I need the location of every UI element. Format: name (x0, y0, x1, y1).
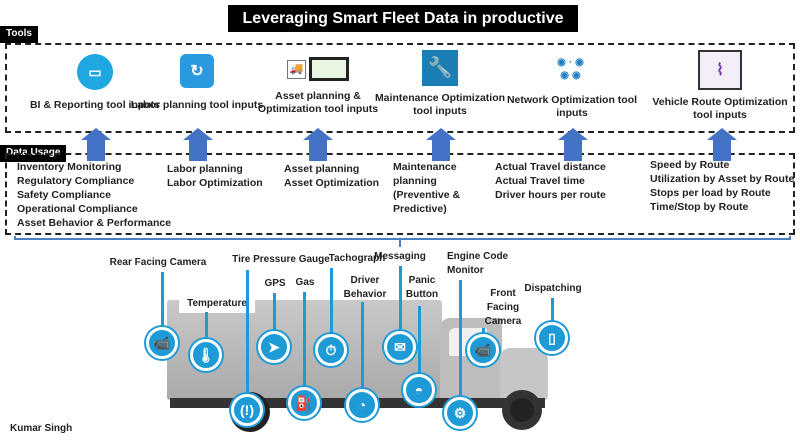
page-title: Leveraging Smart Fleet Data in productiv… (228, 5, 578, 54)
route-map-icon: ⌇ (698, 50, 742, 90)
tool-vehicle-route: ⌇ Vehicle Route Optimization tool inputs (650, 50, 790, 122)
speedometer-icon: ◔ (346, 389, 378, 421)
tool-network: ◉·◉◉◉ Network Optimization tool inputs (502, 50, 642, 120)
arrow-up (81, 128, 111, 161)
usage-maintenance: Maintenance planning (Preventive & Predi… (393, 161, 461, 215)
labor-cycle-icon: ↻ (180, 54, 214, 88)
trucks-monitor-icon: 🚚 (276, 54, 360, 84)
thermometer-icon: 🌡 (190, 339, 222, 371)
tools-box (5, 43, 795, 133)
tool-asset-planning: 🚚 Asset planning & Optimization tool inp… (248, 54, 388, 116)
tire-pressure-icon: (!) (231, 394, 263, 426)
arrows (81, 128, 737, 161)
bi-dashboard-icon: ▭ (77, 54, 113, 90)
feature-label: Tire Pressure Gauge (232, 254, 330, 265)
envelope-icon: ✉ (384, 331, 416, 363)
feature-label: Panic Button (405, 275, 439, 300)
feature-label: Driver Behavior (343, 275, 387, 300)
camera-icon: 📹 (467, 334, 499, 366)
arrow-up (183, 128, 213, 161)
fuel-pump-icon: ⛽ (288, 387, 320, 419)
feature-label: Engine Code Monitor (447, 251, 509, 276)
wrench-hand-icon: 🔧 (422, 50, 458, 86)
engine-icon: ⚙ (444, 397, 476, 429)
arrow-up (426, 128, 456, 161)
gps-arrow-icon: ➤ (258, 331, 290, 363)
feature-label: Rear Facing Camera (109, 257, 207, 268)
feature-label: Temperature (179, 295, 255, 313)
arrow-up (303, 128, 333, 161)
arrow-up (707, 128, 737, 161)
bracket (14, 236, 791, 247)
stopwatch-icon: ⏱ (315, 334, 347, 366)
network-icon: ◉·◉◉◉ (557, 57, 587, 81)
feature-label: Dispatching (524, 283, 582, 294)
tool-bi-reporting: ▭ BI & Reporting tool inputs (25, 54, 165, 112)
feature-label: Tachograph (328, 253, 386, 264)
camera-icon: 📹 (146, 327, 178, 359)
phone-icon: ▯ (536, 322, 568, 354)
tools-tag: Tools (0, 26, 38, 43)
panic-button-icon: ◓ (403, 374, 435, 406)
tool-maintenance: 🔧 Maintenance Optimization tool inputs (370, 50, 510, 118)
tool-labor-planning: ↻ Labor planning tool inputs (127, 54, 267, 112)
feature-label: Messaging (374, 251, 426, 262)
author: Kumar Singh (10, 423, 73, 434)
feature-label: Gas (295, 277, 315, 288)
feature-label: Front Facing Camera (484, 288, 522, 327)
data-usage-box (5, 153, 795, 235)
feature-label: GPS (264, 278, 286, 289)
arrow-up (558, 128, 588, 161)
